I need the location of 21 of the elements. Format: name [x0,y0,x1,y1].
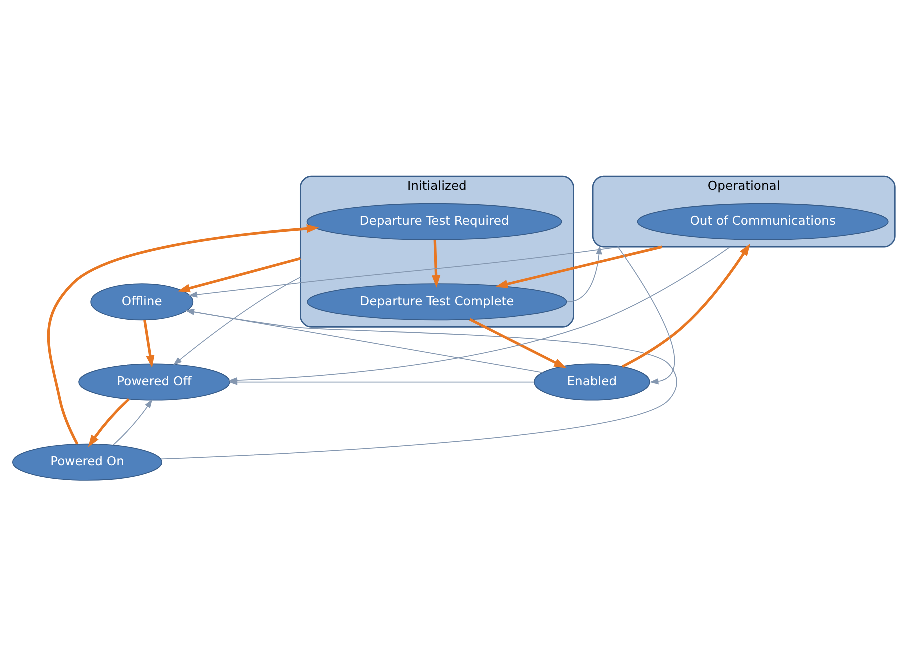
arrow [88,398,130,448]
arrow [144,320,155,368]
arrow [622,243,750,368]
arrow [432,240,441,288]
arrow [186,308,544,373]
arrow [178,256,301,292]
arrow [496,245,663,288]
node-ellipse: Powered Off [78,363,230,400]
arrow [188,246,620,298]
node-ellipse: Enabled [534,363,650,400]
arrow [469,318,567,368]
arrow [47,224,320,444]
arrow [618,246,676,384]
arrow [567,245,602,302]
arrow [113,398,153,446]
arrow [228,378,535,385]
node-ellipse: Out of Communications [637,202,889,240]
node-ellipse: Departure Test Complete [307,283,568,320]
node-ellipse: Powered On [12,443,163,480]
arrow [160,308,678,460]
arrow [173,276,302,365]
